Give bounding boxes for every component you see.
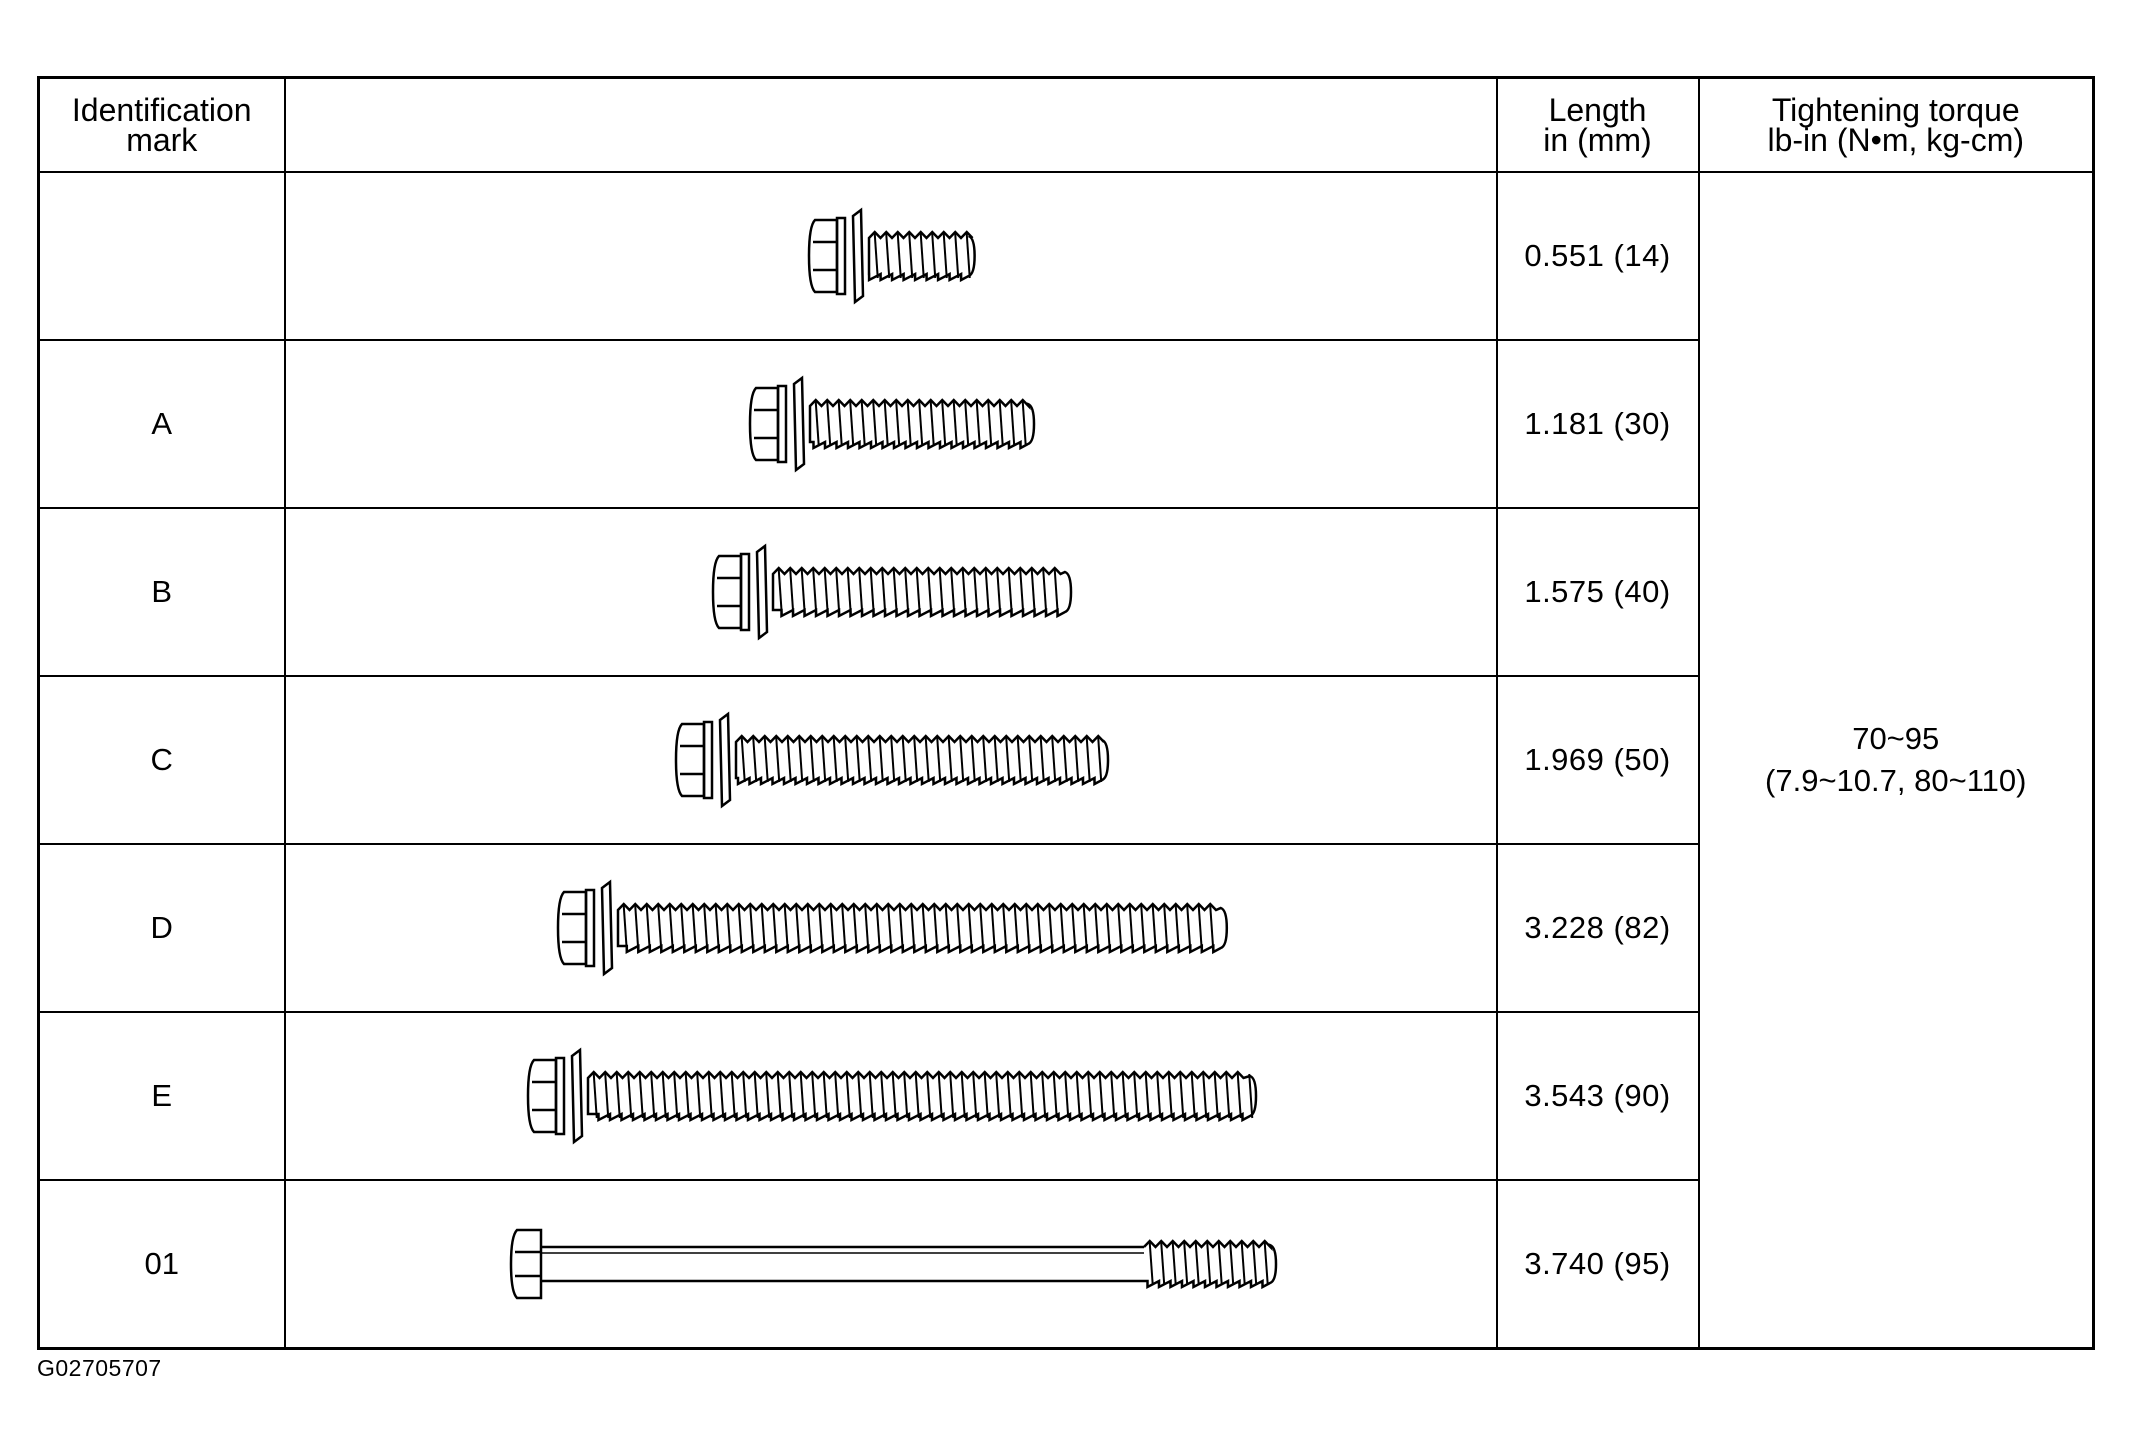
bolt-drawing <box>748 375 1035 473</box>
torque-value: (7.9~10.7, 80~110) <box>1765 763 2027 798</box>
identification-mark-cell: C <box>37 675 286 845</box>
header-bolt-illustration <box>283 76 1498 173</box>
header-tightening-torque: Tightening torque lb-in (N•m, kg-cm) <box>1697 76 2095 173</box>
table-header-row: Identification mark Length in (mm) Tight… <box>37 76 2095 173</box>
bolt-illustration <box>509 1228 1277 1300</box>
length-cell: 1.575 (40) <box>1495 507 1700 677</box>
identification-mark-cell: 01 <box>37 1179 286 1350</box>
bolt-illustration-cell <box>283 171 1498 341</box>
length-cell: 1.969 (50) <box>1495 675 1700 845</box>
table-row: E 3.543 (90) <box>37 1011 2094 1181</box>
bolt-drawing <box>711 543 1072 641</box>
bolt-illustration-cell <box>283 1179 1498 1350</box>
table-body: 0.551 (14) 70~95 (7.9~10.7, 80~110) A 1.181 … <box>37 171 2095 1350</box>
tightening-torque-cell: 70~95 (7.9~10.7, 80~110) <box>1697 171 2095 1350</box>
bolt-illustration <box>674 711 1109 809</box>
identification-mark-cell: D <box>37 843 286 1013</box>
bolt-illustration-cell <box>283 843 1498 1013</box>
table-row: A 1.181 (30) <box>37 339 2094 509</box>
torque-value: 70~95 <box>1852 721 1940 756</box>
length-cell: 3.740 (95) <box>1495 1179 1700 1350</box>
figure-id: G02705707 <box>37 1355 162 1381</box>
bolt-illustration-cell <box>283 675 1498 845</box>
bolt-drawing <box>509 1228 1277 1300</box>
bolt-drawing <box>674 711 1109 809</box>
identification-mark-cell <box>37 171 286 341</box>
table-row: B 1.575 (40) <box>37 507 2094 677</box>
bolt-illustration <box>711 543 1072 641</box>
bolt-illustration-cell <box>283 339 1498 509</box>
bolt-illustration <box>526 1047 1257 1145</box>
bolt-spec-table: Identification mark Length in (mm) Tight… <box>37 76 2095 1350</box>
bolt-illustration <box>556 879 1228 977</box>
identification-mark-cell: E <box>37 1011 286 1181</box>
identification-mark-cell: A <box>37 339 286 509</box>
identification-mark-cell: B <box>37 507 286 677</box>
bolt-illustration-cell <box>283 507 1498 677</box>
bolt-drawing <box>807 207 976 305</box>
bolt-illustration <box>807 207 976 305</box>
header-identification-mark: Identification mark <box>37 76 286 173</box>
length-cell: 3.228 (82) <box>1495 843 1700 1013</box>
table-row: 0.551 (14) 70~95 (7.9~10.7, 80~110) <box>37 171 2095 1350</box>
table-row: 01 3.740 (95) <box>37 1179 2094 1350</box>
length-cell: 3.543 (90) <box>1495 1011 1700 1181</box>
bolt-illustration <box>748 375 1035 473</box>
header-length: Length in (mm) <box>1495 76 1700 173</box>
bolt-drawing <box>556 879 1228 977</box>
bolt-illustration-cell <box>283 1011 1498 1181</box>
length-cell: 0.551 (14) <box>1495 171 1700 341</box>
length-cell: 1.181 (30) <box>1495 339 1700 509</box>
table-row: C 1.969 (50) <box>37 675 2094 845</box>
bolt-drawing <box>526 1047 1257 1145</box>
table-row: D 3.228 (82) <box>37 843 2094 1013</box>
